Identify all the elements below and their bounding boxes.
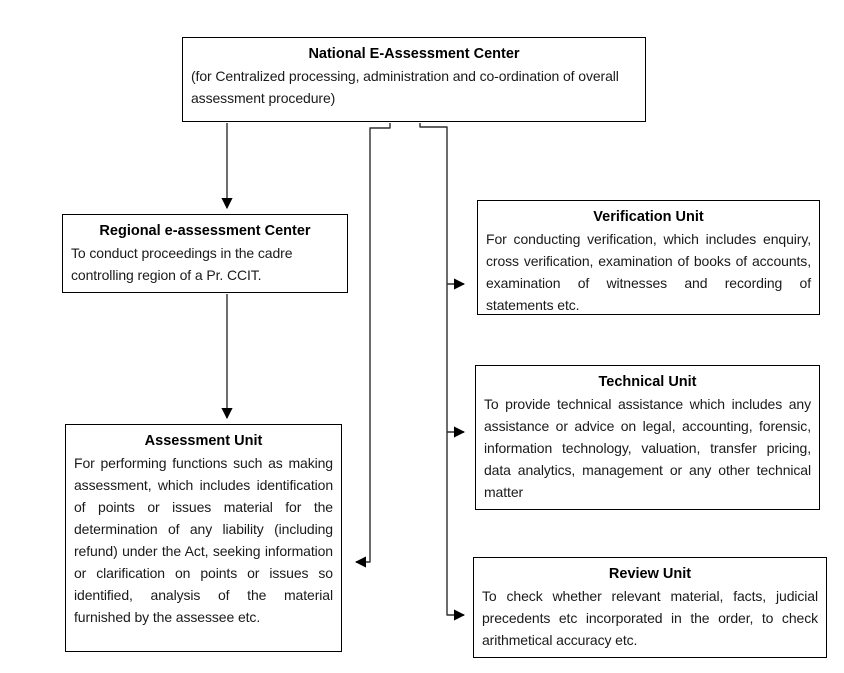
node-review-unit: Review Unit To check whether relevant ma…: [473, 557, 827, 658]
node-regional-e-assessment-center: Regional e-assessment Center To conduct …: [62, 214, 348, 293]
node-description: For performing functions such as making …: [74, 455, 333, 625]
node-title: National E-Assessment Center: [308, 46, 520, 62]
node-verification-unit: Verification Unit For conducting verific…: [477, 200, 820, 315]
node-assessment-unit: Assessment Unit For performing functions…: [65, 424, 342, 652]
node-national-e-assessment-center: National E-Assessment Center (for Centra…: [182, 37, 646, 122]
node-title: Verification Unit: [593, 209, 704, 225]
node-title: Assessment Unit: [144, 433, 263, 449]
node-description: For conducting verification, which inclu…: [486, 231, 811, 313]
node-description: (for Centralized processing, administrat…: [191, 68, 619, 106]
connector-national-to-assessment: [354, 123, 391, 568]
node-title: Regional e-assessment Center: [99, 223, 311, 239]
node-description: To conduct proceedings in the cadre cont…: [71, 245, 293, 283]
node-title: Technical Unit: [598, 374, 697, 390]
connector-national-to-review: [419, 123, 466, 621]
node-description: To provide technical assistance which in…: [484, 396, 811, 500]
node-technical-unit: Technical Unit To provide technical assi…: [475, 365, 820, 510]
node-title: Review Unit: [608, 566, 692, 582]
node-description: To check whether relevant material, fact…: [482, 588, 818, 648]
